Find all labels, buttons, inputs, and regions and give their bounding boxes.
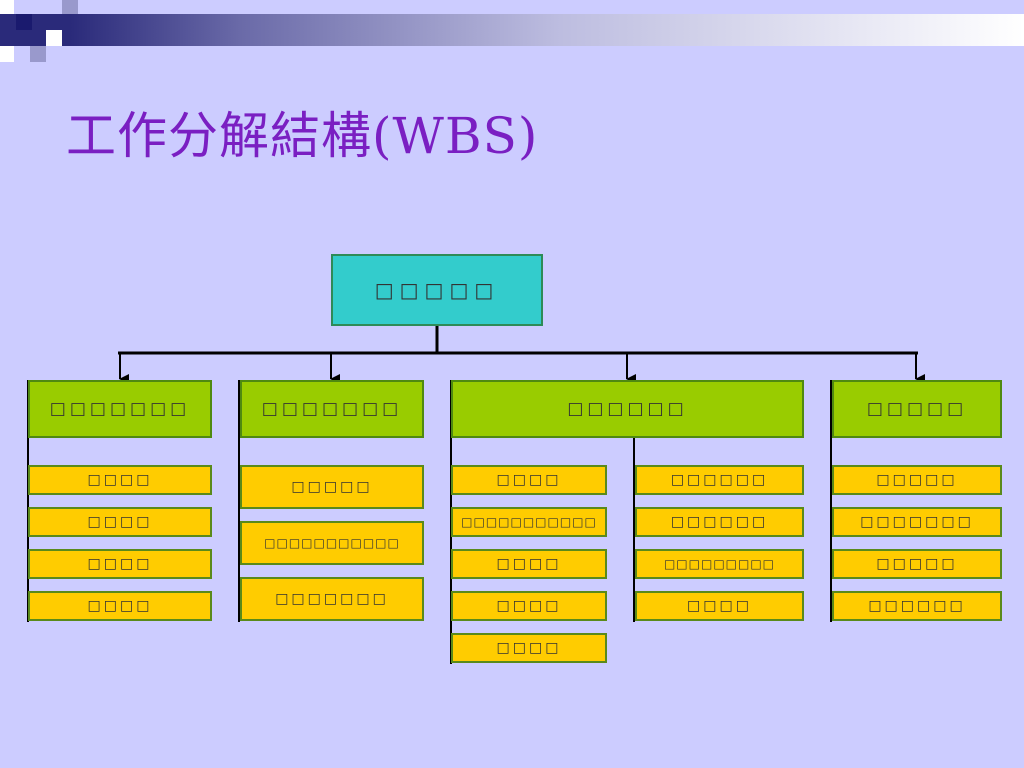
wbs-task-node: □□□□ (28, 507, 212, 537)
header-square-decoration (0, 46, 14, 62)
wbs-task-node: □□□□□□□□□□□ (451, 507, 607, 537)
wbs-task-node: □□□□ (28, 465, 212, 495)
wbs-category-node: □□□□□ (832, 380, 1002, 438)
wbs-root-node: □□□□□ (331, 254, 543, 326)
branch-line-col1 (27, 380, 29, 622)
wbs-task-node: □□□□□ (832, 549, 1002, 579)
wbs-task-node: □□□□□□□ (240, 577, 424, 621)
wbs-task-node: □□□□ (451, 549, 607, 579)
branch-line-col4 (830, 380, 832, 622)
wbs-task-node: □□□□ (451, 591, 607, 621)
wbs-category-node: □□□□□□□ (28, 380, 212, 438)
page-title: 工作分解結構(WBS) (66, 107, 539, 165)
wbs-task-node: □□□□□ (832, 465, 1002, 495)
wbs-category-node: □□□□□□□ (240, 380, 424, 438)
branch-line-col3-right (633, 438, 635, 622)
header-square-decoration (62, 0, 78, 14)
wbs-task-node: □□□□□□□□□ (635, 549, 804, 579)
wbs-task-node: □□□□ (635, 591, 804, 621)
wbs-task-node: □□□□□ (240, 465, 424, 509)
wbs-task-node: □□□□□□ (635, 507, 804, 537)
wbs-task-node: □□□□□□□ (832, 507, 1002, 537)
branch-line-col2 (238, 380, 240, 622)
header-square-decoration (0, 0, 14, 14)
wbs-task-node: □□□□□□ (832, 591, 1002, 621)
wbs-task-node: □□□□□□ (635, 465, 804, 495)
wbs-task-node: □□□□ (451, 633, 607, 663)
wbs-category-node: □□□□□□ (451, 380, 804, 438)
header-square-decoration (16, 14, 32, 30)
header-square-decoration (46, 30, 62, 46)
wbs-task-node: □□□□ (28, 549, 212, 579)
wbs-task-node: □□□□ (28, 591, 212, 621)
wbs-task-node: □□□□□□□□□□□ (240, 521, 424, 565)
header-square-decoration (30, 46, 46, 62)
wbs-task-node: □□□□ (451, 465, 607, 495)
header-gradient-band (0, 14, 1024, 46)
